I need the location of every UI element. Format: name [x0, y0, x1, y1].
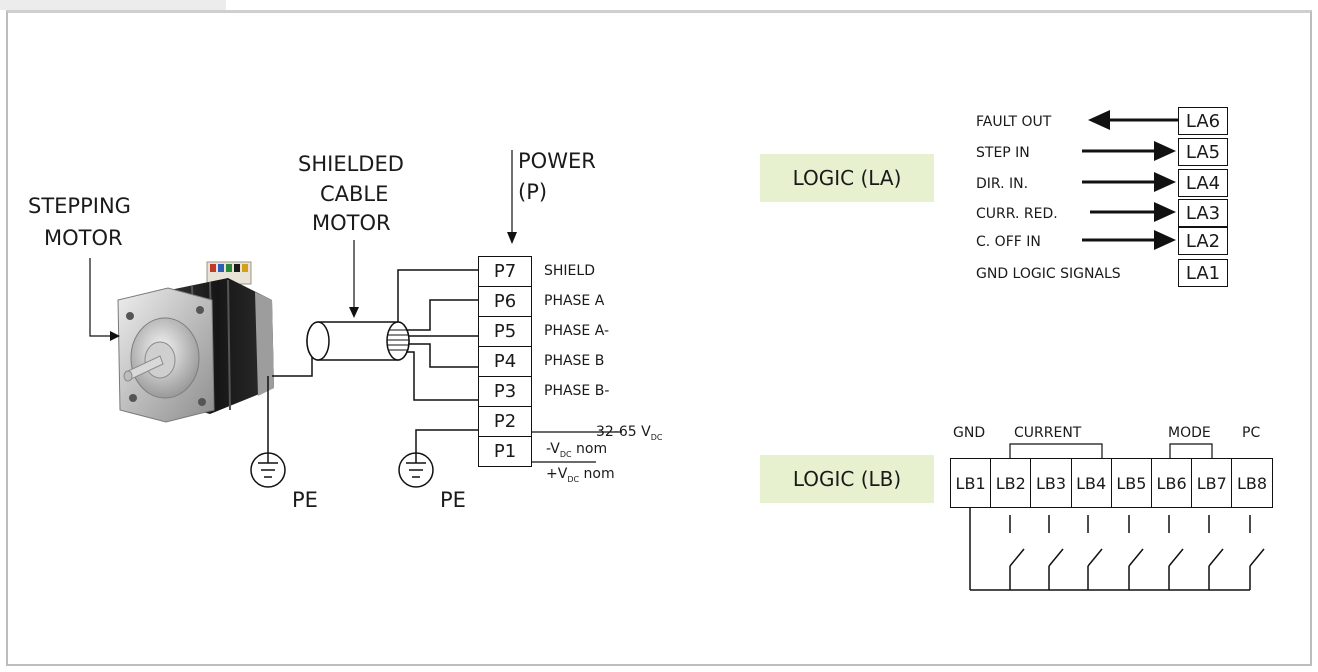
stepping-motor-label-2: MOTOR: [44, 226, 123, 250]
terminal-p1: P1: [478, 436, 532, 467]
current-bracket: [1009, 443, 1103, 458]
pe-label: PE: [440, 488, 466, 512]
phase-b-wire: [408, 343, 478, 368]
lb-header-gnd: GND: [953, 425, 986, 441]
phase-a-wire: [406, 299, 478, 331]
logic-la-tag: LOGIC (LA): [760, 154, 934, 202]
lb-header-mode: MODE: [1168, 425, 1211, 441]
terminal-la5: LA5: [1178, 138, 1228, 166]
logic-lb-tag: LOGIC (LB): [760, 455, 934, 503]
top-tab: [0, 0, 226, 10]
shielded-label-3: MOTOR: [312, 211, 391, 235]
lb-brackets: [1009, 443, 1213, 458]
phase-b-neg-wire: [406, 351, 478, 401]
terminal-signal-label: PHASE A-: [544, 323, 610, 339]
power-label-1: POWER: [518, 149, 596, 173]
terminal-lb4: LB4: [1070, 458, 1112, 508]
la-signal-label: DIR. IN.: [976, 176, 1029, 192]
phase-wires: [397, 269, 478, 401]
p2-ground-wire: [415, 429, 478, 454]
terminal-lb8: LB8: [1231, 458, 1273, 508]
power-pointer: [507, 150, 517, 244]
shielded-label-2: CABLE: [320, 182, 389, 206]
la-signal-label: FAULT OUT: [976, 114, 1052, 130]
mount-hole: [196, 306, 204, 314]
la-signal-label: C. OFF IN: [976, 234, 1041, 250]
motor-end-cap: [255, 292, 274, 396]
terminal-p4: P4: [478, 346, 532, 377]
terminal-p3: P3: [478, 376, 532, 407]
dir-in-arrow: [1082, 172, 1176, 192]
mount-hole: [126, 312, 134, 320]
mount-hole: [198, 398, 206, 406]
lb-switch-wiring: [969, 507, 1265, 591]
la-signal-label: STEP IN: [976, 145, 1030, 161]
terminal-p6: P6: [478, 286, 532, 317]
terminal-lb2: LB2: [990, 458, 1032, 508]
stepping-motor-label-1: STEPPING: [28, 194, 131, 218]
mount-hole: [129, 394, 137, 402]
terminal-lb1: LB1: [950, 458, 992, 508]
supply-lines: [532, 431, 622, 463]
fault-out-arrow: [1088, 110, 1178, 130]
terminal-p2: P2: [478, 406, 532, 437]
lb-header-current: CURRENT: [1014, 425, 1082, 441]
mode-bracket: [1169, 443, 1213, 458]
pos-vdc-label: +VDC nom: [546, 466, 615, 484]
la-arrows: [1082, 110, 1178, 250]
ground-icon: [250, 452, 286, 488]
la-signal-label: GND LOGIC SIGNALS: [976, 266, 1121, 282]
terminal-la6: LA6: [1178, 107, 1228, 135]
terminal-p7: P7: [478, 256, 532, 287]
shielded-cable: [272, 321, 410, 377]
step-in-arrow: [1082, 141, 1176, 161]
motor-connector: [206, 261, 252, 285]
lb-header-pc: PC: [1242, 425, 1261, 441]
terminal-signal-label: PHASE B-: [544, 383, 610, 399]
terminal-signal-label: SHIELD: [544, 263, 595, 279]
top-bar: [0, 0, 1318, 10]
terminal-p5: P5: [478, 316, 532, 347]
terminal-la3: LA3: [1178, 199, 1228, 227]
terminal-lb5: LB5: [1110, 458, 1152, 508]
c-off-in-arrow: [1082, 230, 1176, 250]
pe-label: PE: [292, 488, 318, 512]
shield-wire: [397, 269, 478, 322]
neg-vdc-label: -VDC nom: [546, 441, 608, 459]
la-signal-label: CURR. RED.: [976, 206, 1058, 222]
terminal-signal-label: PHASE A: [544, 293, 605, 309]
terminal-lb6: LB6: [1151, 458, 1193, 508]
shielded-cable-pointer: [349, 240, 359, 318]
ground-icon: [398, 452, 434, 488]
terminal-la1: LA1: [1178, 259, 1228, 287]
terminal-la4: LA4: [1178, 169, 1228, 197]
stepping-motor-image: [117, 261, 274, 423]
terminal-la2: LA2: [1178, 227, 1228, 255]
power-label-2: (P): [518, 180, 548, 204]
terminal-signal-label: PHASE B: [544, 353, 605, 369]
terminal-lb7: LB7: [1191, 458, 1233, 508]
terminal-lb3: LB3: [1030, 458, 1072, 508]
curr-red-arrow: [1090, 202, 1176, 222]
stepping-motor-pointer: [89, 258, 120, 341]
supply-voltage-label: 32-65 VDC: [596, 424, 663, 442]
shielded-label-1: SHIELDED: [298, 152, 404, 176]
